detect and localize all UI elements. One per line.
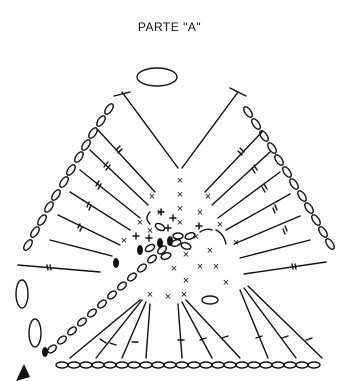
svg-text:×: × (197, 261, 203, 273)
svg-text:×: × (193, 231, 199, 243)
svg-text:×: × (233, 237, 239, 249)
svg-text:×: × (149, 191, 155, 203)
bottom-chain-loops (56, 362, 320, 368)
top-double-crochet-fan (114, 88, 246, 168)
left-radial-stitches (18, 130, 155, 272)
svg-text:×: × (137, 217, 143, 229)
svg-text:×: × (177, 217, 183, 229)
svg-text:×: × (165, 291, 171, 303)
svg-text:×: × (147, 225, 153, 237)
svg-text:×: × (177, 203, 183, 215)
svg-text:×: × (171, 263, 177, 275)
svg-text:×: × (223, 277, 229, 289)
svg-text:×: × (147, 289, 153, 301)
svg-text:×: × (157, 207, 163, 219)
svg-text:×: × (183, 275, 189, 287)
plus-marks (133, 209, 202, 241)
left-chain-loops (16, 102, 115, 347)
right-chain-loops (242, 105, 336, 250)
svg-text:×: × (181, 289, 187, 301)
svg-text:×: × (213, 261, 219, 273)
svg-text:×: × (217, 219, 223, 231)
top-chain-loop (137, 68, 177, 86)
svg-text:×: × (177, 189, 183, 201)
svg-text:×: × (197, 207, 203, 219)
svg-text:×: × (121, 235, 127, 247)
svg-text:×: × (205, 191, 211, 203)
svg-text:×: × (183, 249, 189, 261)
svg-text:×: × (207, 245, 213, 257)
svg-text:×: × (177, 175, 183, 187)
start-arrow-icon (16, 364, 30, 381)
